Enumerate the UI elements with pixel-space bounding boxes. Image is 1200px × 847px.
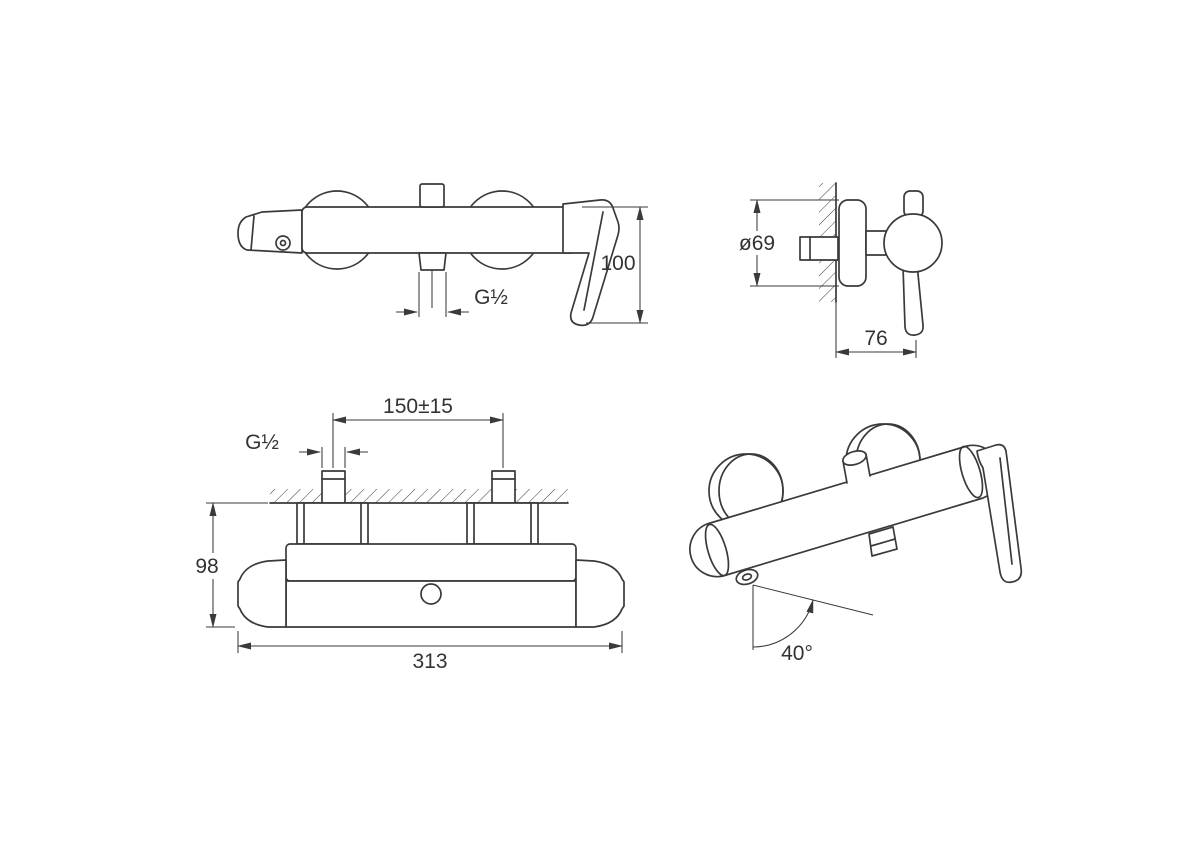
union-connector-left [296, 502, 369, 545]
dim-label-body-width: 313 [412, 650, 447, 673]
dimension-inlet-thread: G½ [245, 431, 368, 468]
inlet-thread-right [491, 470, 516, 504]
dimension-body-width: 313 [237, 631, 623, 673]
spout-opening-3d [735, 568, 759, 586]
front-view: 100 G½ [237, 183, 648, 327]
dim-label-spout-angle: 40° [781, 642, 813, 665]
lever-handle [562, 199, 620, 327]
mixer-body-top-bar [285, 543, 577, 582]
dim-label-height: 100 [600, 252, 635, 275]
body-end-cap-left [704, 523, 730, 577]
dimension-height-100: 100 [582, 206, 648, 324]
diverter-knob-profile [903, 190, 924, 218]
inlet-thread-left [321, 470, 346, 504]
handle-end-right [575, 559, 625, 628]
inlet-connector [799, 236, 839, 261]
body-end-cap-right [958, 445, 984, 499]
shower-outlet-spout [237, 209, 303, 254]
wall-hatching-plan [270, 489, 568, 503]
dim-label-inlet-thread: G½ [245, 431, 279, 454]
dim-label-rosette-diameter: ø69 [739, 232, 775, 255]
dimension-wall-depth: 76 [835, 302, 917, 358]
spout-end-left [237, 559, 287, 628]
spout-opening [275, 235, 291, 251]
dimension-rosette-diameter: ø69 [739, 199, 839, 287]
hose-outlet-plan [420, 583, 442, 605]
side-view: ø69 76 [739, 182, 943, 358]
dim-label-inlet-spacing: 150±15 [383, 395, 453, 418]
dimension-outlet-thread: G½ [396, 270, 508, 317]
lever-handle-profile [902, 263, 924, 336]
dimension-spout-angle: 40° [752, 584, 874, 665]
lever-handle-3d [976, 443, 1023, 584]
perspective-view: 40° [689, 423, 1023, 665]
top-view: 150±15 G½ 98 313 [195, 395, 625, 673]
union-connector-right [466, 502, 539, 545]
dim-label-body-depth: 98 [195, 555, 218, 578]
dimension-body-depth: 98 [195, 502, 268, 628]
wall-rosette-profile [838, 199, 867, 287]
diverter-knob [419, 183, 445, 208]
dim-label-wall-depth: 76 [864, 327, 887, 350]
hose-outlet-stub [418, 252, 447, 271]
dim-label-outlet-thread: G½ [474, 286, 508, 309]
hose-outlet-3d [868, 526, 898, 557]
mixer-body-profile [883, 213, 943, 273]
dimension-inlet-spacing: 150±15 [332, 395, 504, 468]
mixer-body [301, 206, 576, 254]
diverter-knob-3d [842, 450, 867, 466]
